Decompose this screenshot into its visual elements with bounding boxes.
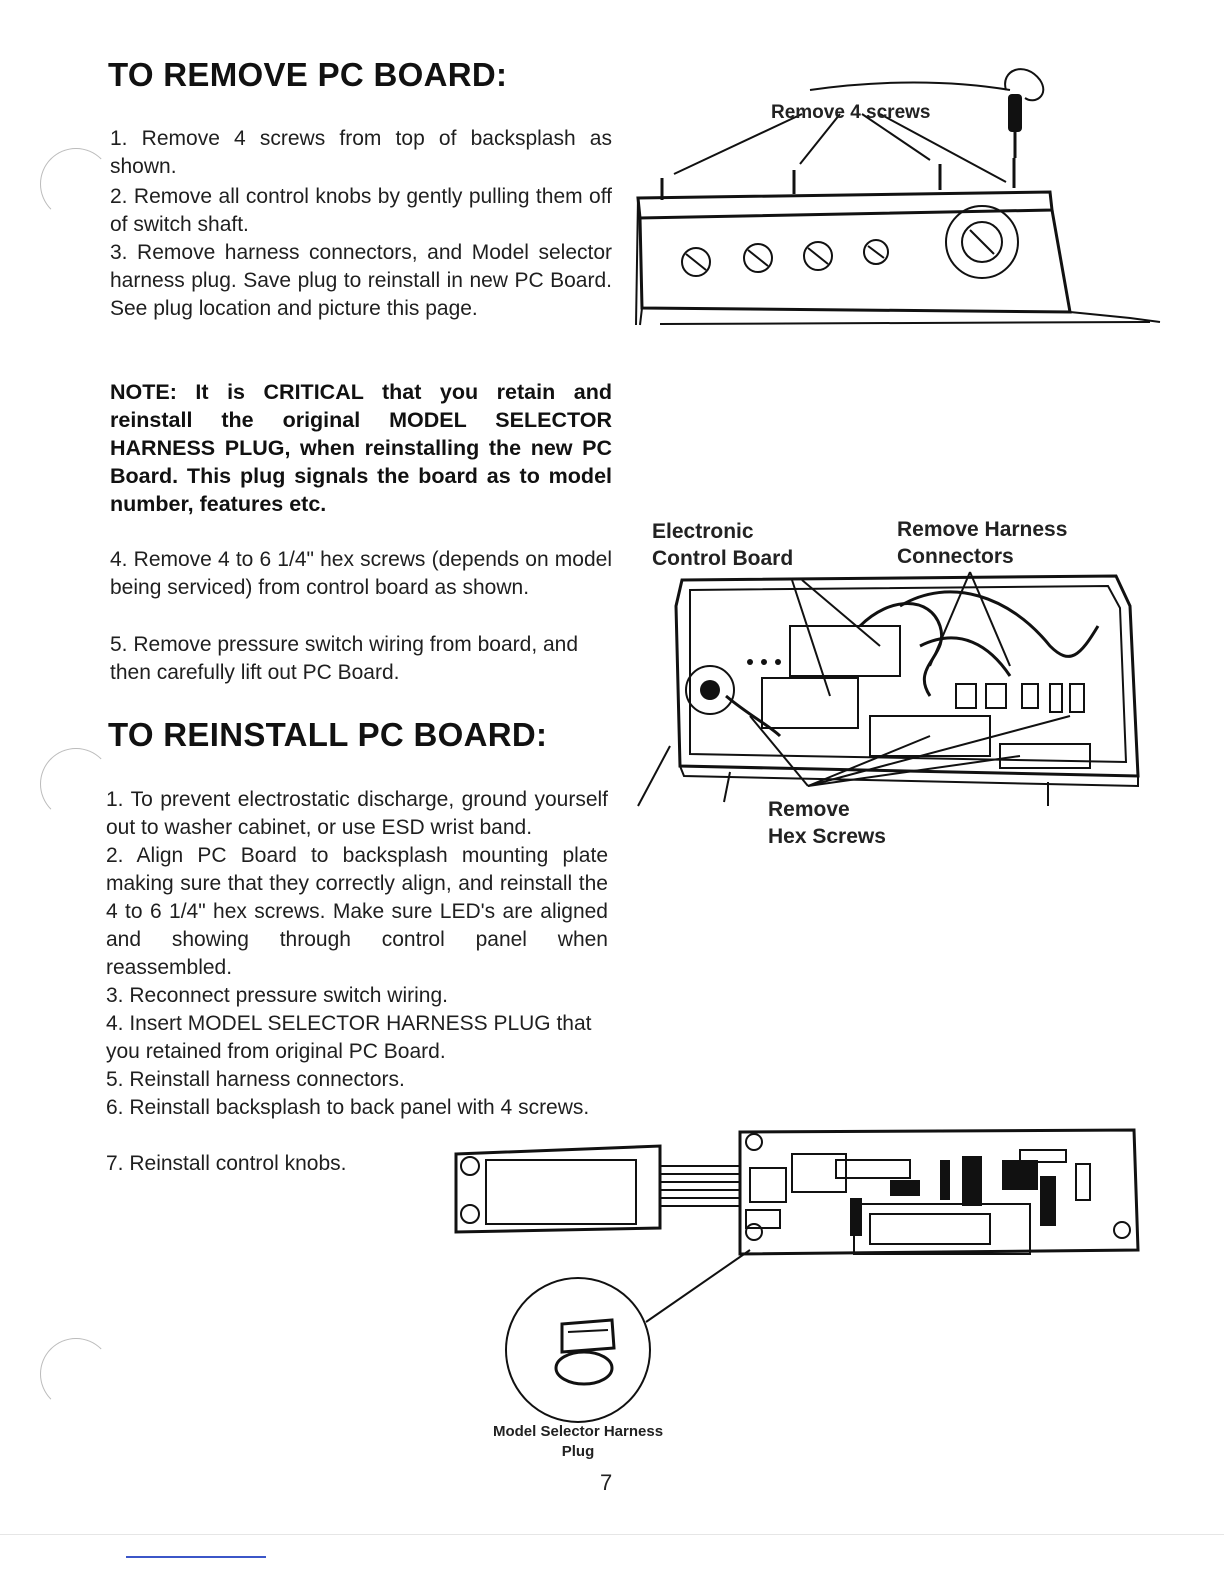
electronic-label-line1: Electronic	[652, 520, 754, 543]
harness-plug-caption-line2: Plug	[561, 1443, 595, 1460]
remove-harness-label-line2: Connectors	[897, 545, 1014, 568]
ribbon-cable	[660, 1165, 740, 1207]
remove-heading: TO REMOVE PC BOARD:	[108, 56, 508, 93]
harness-plug-caption-line1: Model Selector Harness	[492, 1423, 664, 1440]
remove-harness-label-line1: Remove Harness	[897, 518, 1068, 541]
binder-hole-middle	[40, 748, 112, 820]
backsplash-figure	[635, 68, 1161, 326]
bottom-rule	[0, 1534, 1224, 1535]
control-knobs	[681, 205, 1019, 279]
remove-step-5: 5. Remove pressure switch wiring from bo…	[110, 633, 579, 684]
reinstall-step-3: 3. Reconnect pressure switch wiring.	[106, 984, 448, 1007]
reinstall-step-7: 7. Reinstall control knobs.	[106, 1152, 347, 1175]
remove-hex-label-line2: Hex Screws	[768, 825, 886, 848]
reinstall-step-4: 4. Insert MODEL SELECTOR HARNESS PLUG th…	[106, 1012, 592, 1063]
critical-note: NOTE: It is CRITICAL that you retain and…	[110, 380, 612, 516]
binder-hole-top	[40, 148, 112, 220]
page-number: 7	[600, 1470, 613, 1495]
harness-plug-icon	[554, 1318, 616, 1386]
control-board-figure	[637, 571, 1140, 807]
screwdriver-icon	[1004, 68, 1045, 158]
reinstall-step-2: 2. Align PC Board to backsplash mounting…	[106, 844, 608, 979]
remove-step-1: 1. Remove 4 screws from top of backsplas…	[110, 127, 612, 178]
reinstall-step-6: 6. Reinstall backsplash to back panel wi…	[106, 1096, 590, 1119]
reinstall-step-1: 1. To prevent electrostatic discharge, g…	[106, 788, 608, 839]
binder-hole-bottom	[40, 1338, 112, 1410]
electronic-label-line2: Control Board	[652, 547, 794, 570]
remove-step-2: 2. Remove all control knobs by gently pu…	[110, 185, 612, 236]
pc-board-figure	[454, 1128, 1140, 1423]
remove-step-3: 3. Remove harness connectors, and Model …	[110, 241, 612, 320]
reinstall-heading: TO REINSTALL PC BOARD:	[108, 716, 548, 753]
remove-screws-label: Remove 4 screws	[771, 102, 931, 123]
reinstall-step-5: 5. Reinstall harness connectors.	[106, 1068, 405, 1091]
bottom-blue-mark	[126, 1556, 266, 1558]
remove-hex-label-line1: Remove	[768, 798, 850, 821]
remove-step-4: 4. Remove 4 to 6 1/4" hex screws (depend…	[110, 548, 612, 599]
screws	[660, 158, 1016, 200]
